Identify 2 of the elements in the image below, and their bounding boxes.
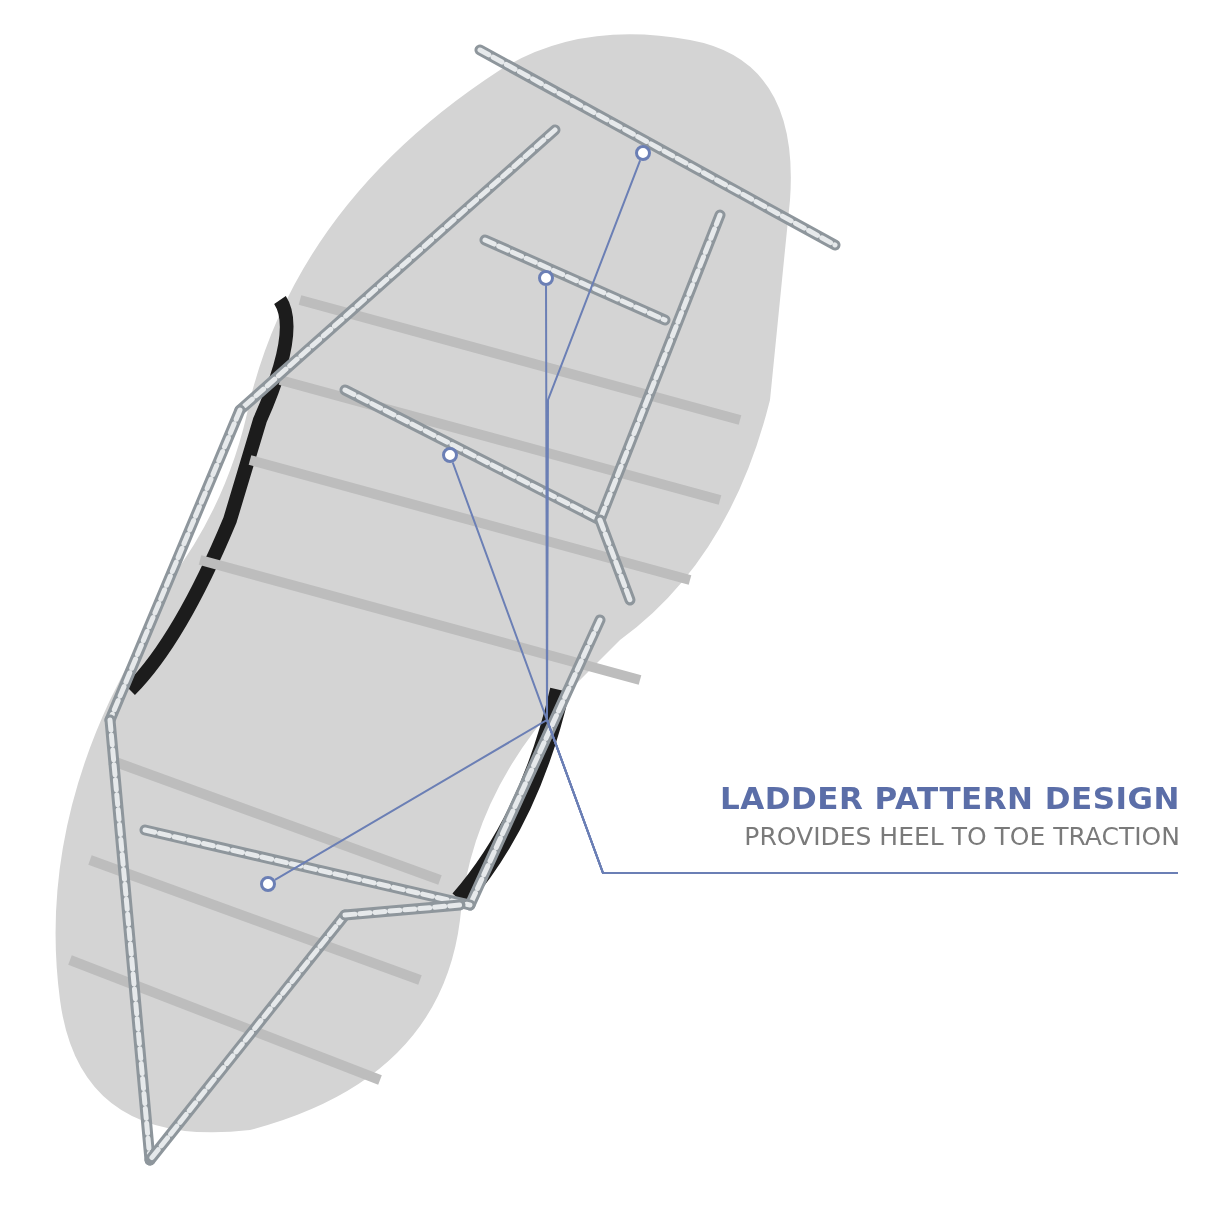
feature-heading: LADDER PATTERN DESIGN (720, 780, 1180, 816)
feature-description: PROVIDES HEEL TO TOE TRACTION (744, 822, 1180, 851)
